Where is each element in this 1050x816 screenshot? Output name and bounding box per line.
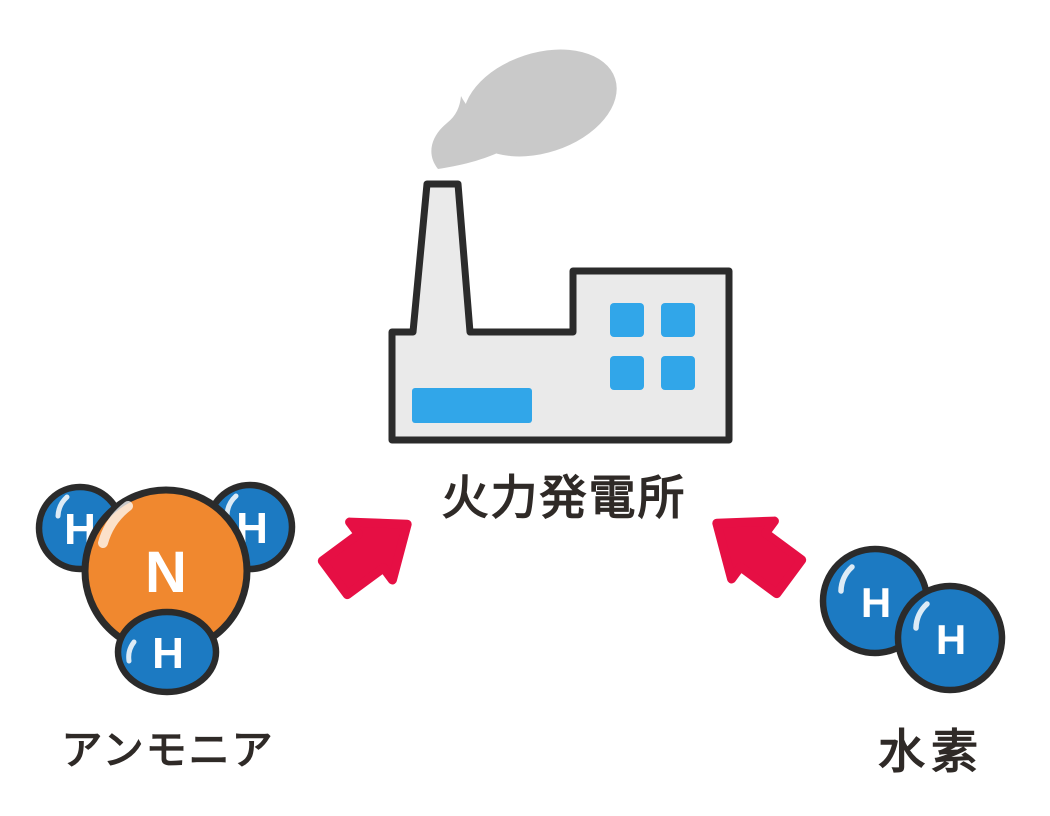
nitrogen-atom-letter: N	[145, 540, 187, 605]
hydrogen-atom	[114, 608, 220, 696]
red-arrow-up-left-icon	[712, 516, 807, 599]
gloss-highlight	[126, 639, 137, 664]
factory-window	[610, 303, 644, 337]
hydrogen-label: 水素	[878, 725, 984, 778]
ammonia-molecule: H H N H	[35, 481, 296, 696]
power-plant-label: 火力発電所	[441, 471, 687, 524]
gloss-highlight	[98, 501, 133, 548]
smoke-plume-icon	[431, 49, 617, 169]
factory-window	[661, 356, 695, 390]
red-arrow-up-right-icon	[317, 517, 412, 600]
factory-window	[661, 303, 695, 337]
hydrogen-molecule: H H	[819, 545, 1006, 694]
gloss-highlight	[913, 601, 930, 631]
hydrogen-atom-letter: H	[936, 616, 966, 663]
hydrogen-atom	[894, 582, 1006, 694]
arrow-shape	[317, 517, 412, 600]
gloss-highlight	[55, 494, 70, 519]
factory-door	[412, 388, 532, 423]
ammonia-label: アンモニア	[61, 727, 275, 773]
factory-window	[610, 356, 644, 390]
smoke-tail	[431, 96, 522, 169]
factory-icon	[388, 180, 733, 444]
gloss-highlight	[838, 564, 855, 594]
hydrogen-atom-letter: H	[861, 579, 891, 626]
hydrogen-atom-letter: H	[152, 629, 184, 678]
factory-building	[388, 180, 733, 444]
arrow-shape	[712, 516, 807, 599]
